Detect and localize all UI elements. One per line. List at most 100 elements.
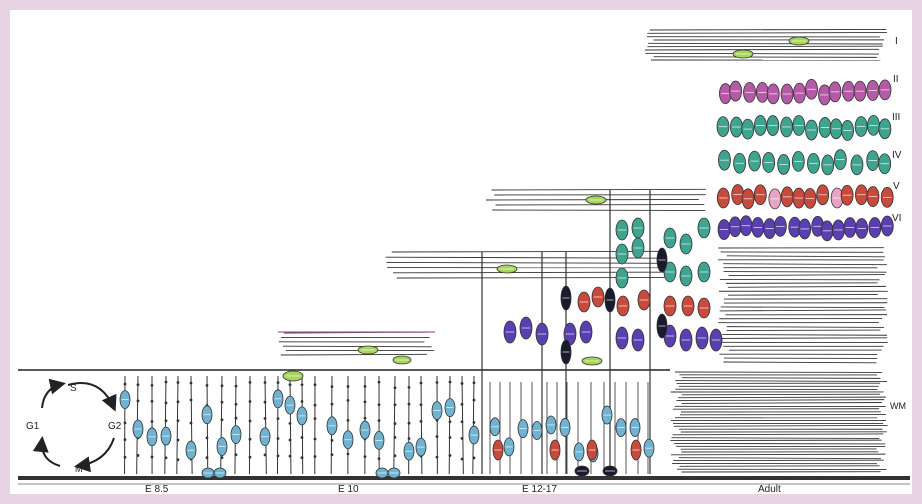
layer-label-ii: II [893,74,899,85]
fiber-bead [301,436,304,439]
white-matter-fiber [672,438,880,439]
fiber-bead [221,418,224,421]
fiber-bead [436,381,439,384]
fiber-bead [420,403,423,406]
layer-label-vi: VI [892,213,901,224]
fiber-bead [165,419,168,422]
fiber-bead [364,401,367,404]
adult-layer-i-fiber [654,57,877,58]
fiber-bead [190,382,193,385]
fiber-bead [124,438,127,441]
fiber-bead [473,421,476,424]
white-matter-fiber [682,394,880,395]
fiber-bead [394,386,397,389]
fiber-bead [314,404,317,407]
e12-upper-marginal-fiber [496,204,705,205]
white-matter-fiber [678,397,886,398]
radial-fiber [290,376,291,474]
fiber-bead [449,420,452,423]
fiber-bead [206,456,209,459]
fiber-bead [301,383,304,386]
adult-intermediate-fiber [726,283,878,284]
fiber-bead [221,384,224,387]
fiber-bead [378,403,381,406]
fiber-bead [137,454,140,457]
fiber-bead [436,435,439,438]
adult-intermediate-fiber [722,334,887,335]
fiber-bead [235,453,238,456]
fiber-bead [473,381,476,384]
fiber-bead [289,383,292,386]
fiber-bead [206,436,209,439]
fiber-bead [378,457,381,460]
fiber-bead [165,402,168,405]
fiber-bead [420,420,423,423]
adult-intermediate-fiber [723,264,887,265]
adult-intermediate-fiber [727,327,884,328]
fiber-bead [378,381,381,384]
fiber-bead [436,456,439,459]
fiber-bead [394,403,397,406]
cell-cycle-s-label: S [70,383,77,394]
fiber-bead [394,436,397,439]
fiber-bead [177,419,180,422]
fiber-bead [177,439,180,442]
fiber-bead [165,381,168,384]
fiber-bead [277,381,280,384]
radial-fiber [449,376,450,474]
fiber-bead [331,453,334,456]
fiber-bead [314,455,317,458]
fiber-bead [264,381,267,384]
fiber-bead [264,453,267,456]
adult-intermediate-fiber [727,256,885,257]
fiber-bead [206,384,209,387]
radial-fiber [207,376,208,474]
adult-intermediate-fiber [728,294,878,295]
fiber-bead [461,403,464,406]
fiber-bead [190,399,193,402]
cell-cycle-m-label: M [75,464,83,474]
fiber-bead [190,422,193,425]
radial-fiber [165,376,166,474]
e10-marginal-fiber [283,346,432,347]
fiber-bead [277,454,280,457]
white-matter-fiber [682,378,880,379]
fiber-bead [347,419,350,422]
fiber-bead [461,382,464,385]
fiber-bead [124,421,127,424]
adult-layer-i-fiber [650,29,887,30]
white-matter-fiber [674,425,888,426]
white-matter-fiber [675,381,887,382]
fiber-bead [449,436,452,439]
fiber-bead [449,381,452,384]
fiber-bead [408,386,411,389]
cell-cycle-diagram: S G1 G2 M [26,383,122,474]
fiber-bead [331,439,334,442]
fiber-bead [394,422,397,425]
adult-intermediate-fiber [728,286,886,287]
fiber-bead [151,456,154,459]
fiber-bead [235,403,238,406]
fiber-bead [124,456,127,459]
fiber-bead [378,419,381,422]
fiber-bead [449,454,452,457]
fiber-bead [473,457,476,460]
adult-intermediate-fiber [724,362,877,363]
fiber-bead [264,401,267,404]
fiber-bead [235,417,238,420]
e12-upper-marginal-fiber [492,189,706,190]
adult-intermediate-fiber [719,338,887,339]
white-matter-fiber [673,434,884,435]
adult-layer-i-fiber [647,32,887,33]
fiber-bead [364,455,367,458]
white-matter-fiber [682,402,882,403]
fiber-bead [137,400,140,403]
layer-label-iv: IV [892,150,902,161]
fiber-bead [289,455,292,458]
fiber-bead [347,453,350,456]
cycle-arrow-g1-to-s [42,384,62,408]
fiber-bead [124,383,127,386]
fiber-bead [264,417,267,420]
fiber-bead [331,385,334,388]
fiber-bead [347,399,350,402]
